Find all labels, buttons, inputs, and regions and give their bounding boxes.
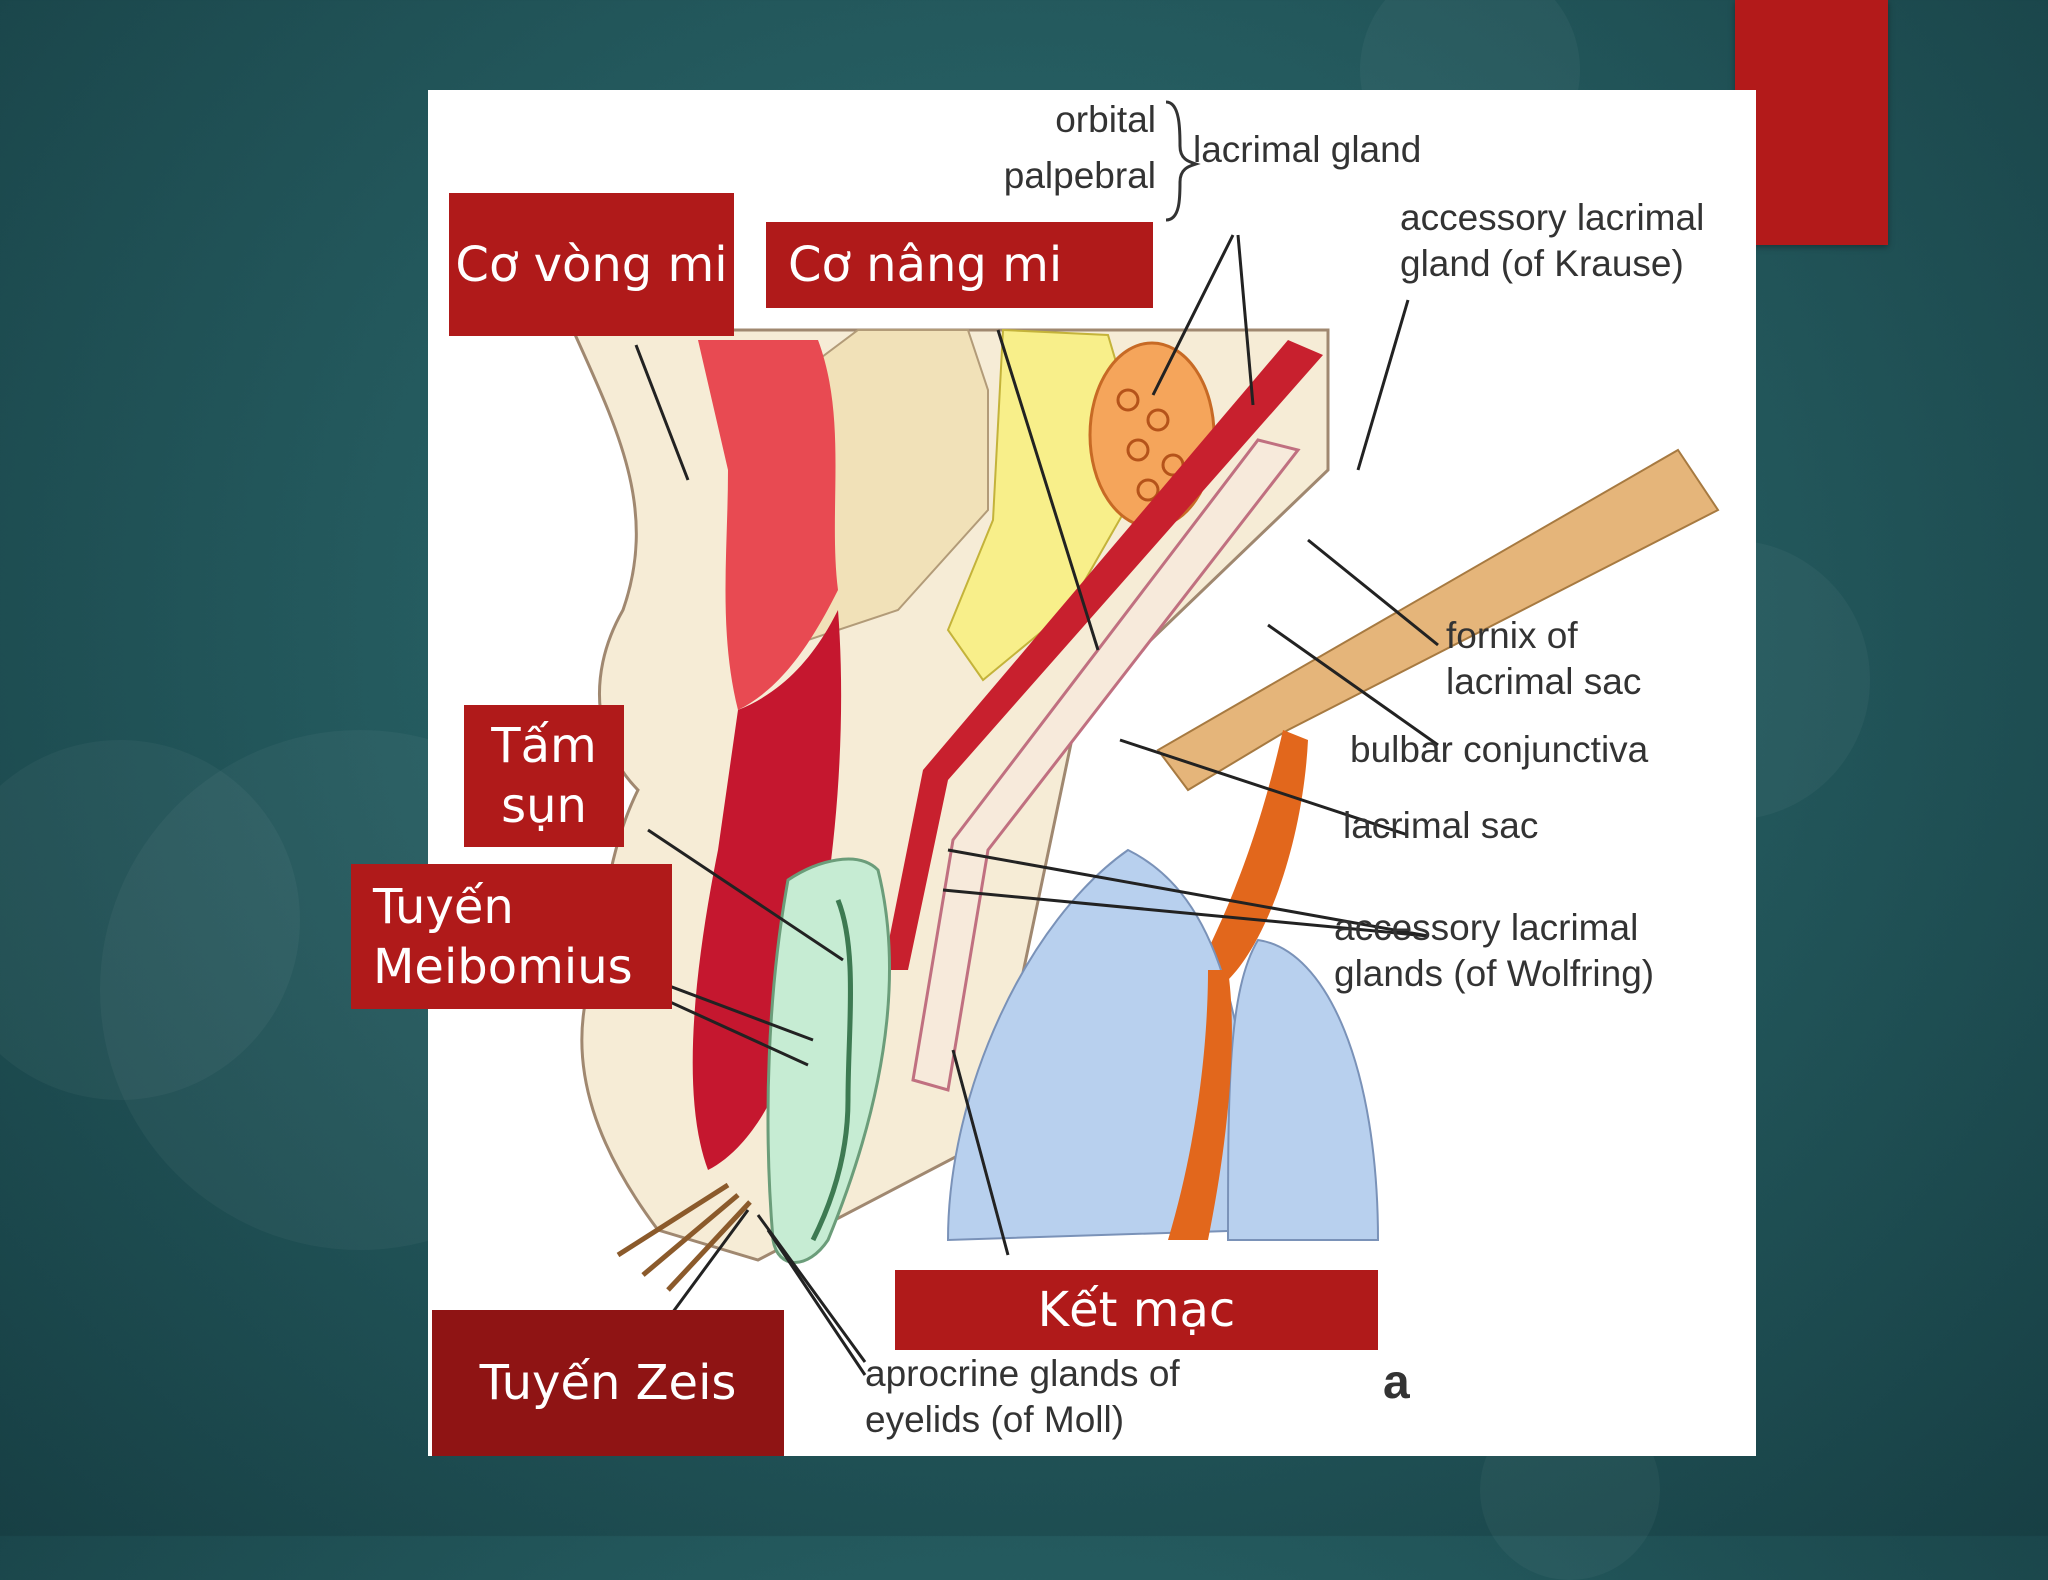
meibomian-gland	[810, 899, 853, 1242]
eyelid-anatomy-figure: orbital palpebral lacrimal gland accesso…	[428, 90, 1756, 1456]
gland-lobule	[1126, 438, 1150, 462]
blue-globe-right	[1226, 938, 1380, 1241]
leader-line	[1236, 234, 1255, 406]
leader-line	[996, 329, 1100, 651]
lacrimal-gland-brace	[1165, 100, 1201, 222]
label-orbital: orbital	[1055, 99, 1156, 140]
label-palpebral: palpebral	[1004, 155, 1156, 196]
leader-line	[947, 848, 1429, 938]
eyelid-diagram: orbital palpebral lacrimal gland accesso…	[570, 99, 1720, 1440]
leader-line	[766, 1229, 867, 1376]
leader-line	[1307, 538, 1439, 647]
label-accessory-krause-1: accessory lacrimal	[1400, 197, 1704, 238]
leader-line	[1119, 738, 1409, 837]
label-accessory-wolfring-1: accessory lacrimal	[1334, 907, 1638, 948]
callout-ket-mac: Kết mạc	[895, 1270, 1378, 1350]
label-fornix-1: fornix of	[1446, 615, 1578, 656]
eyelash	[641, 1193, 740, 1277]
label-lacrimal-sac: lacrimal sac	[1343, 805, 1538, 846]
gland-lobule	[1116, 388, 1140, 412]
callout-tuyen-meibomius: Tuyến Meibomius	[351, 864, 672, 1009]
callout-tuyen-zeis: Tuyến Zeis	[432, 1310, 784, 1456]
label-moll-1: aprocrine glands of	[865, 1353, 1180, 1394]
leader-line	[1267, 623, 1439, 747]
gland-lobule	[1146, 408, 1170, 432]
tarsal-conjunctiva-band	[911, 438, 1301, 1092]
callout-tam-sun: Tấm sụn	[464, 705, 624, 847]
label-accessory-wolfring-2: glands (of Wolfring)	[1334, 953, 1654, 994]
label-lacrimal-gland: lacrimal gland	[1193, 129, 1421, 170]
leader-line	[942, 888, 1429, 938]
leader-line	[1356, 299, 1410, 471]
callout-co-vong-mi: Cơ vòng mi	[449, 193, 734, 336]
orbicularis-muscle-top	[698, 340, 838, 710]
background-circle	[0, 740, 300, 1100]
bulbar-band	[1156, 448, 1720, 792]
eyelash	[666, 1200, 752, 1292]
label-accessory-krause-2: gland (of Krause)	[1400, 243, 1684, 284]
corner-accent	[1735, 0, 1888, 245]
tarsal-plate	[766, 857, 892, 1264]
callout-co-nang-mi: Cơ nâng mi	[766, 222, 1153, 308]
panel-letter: a	[1383, 1356, 1410, 1409]
leader-line	[951, 1049, 1010, 1256]
gland-lobule	[1136, 478, 1160, 502]
label-fornix-2: lacrimal sac	[1446, 661, 1641, 702]
leader-line	[1151, 234, 1235, 396]
label-bulbar-conjunctiva: bulbar conjunctiva	[1350, 729, 1649, 770]
leader-line	[634, 344, 690, 481]
label-moll-2: eyelids (of Moll)	[865, 1399, 1124, 1440]
orange-duct	[1168, 970, 1232, 1240]
eyelash	[616, 1182, 730, 1258]
levator-muscle-strip	[883, 340, 1323, 970]
leader-line	[647, 828, 844, 962]
